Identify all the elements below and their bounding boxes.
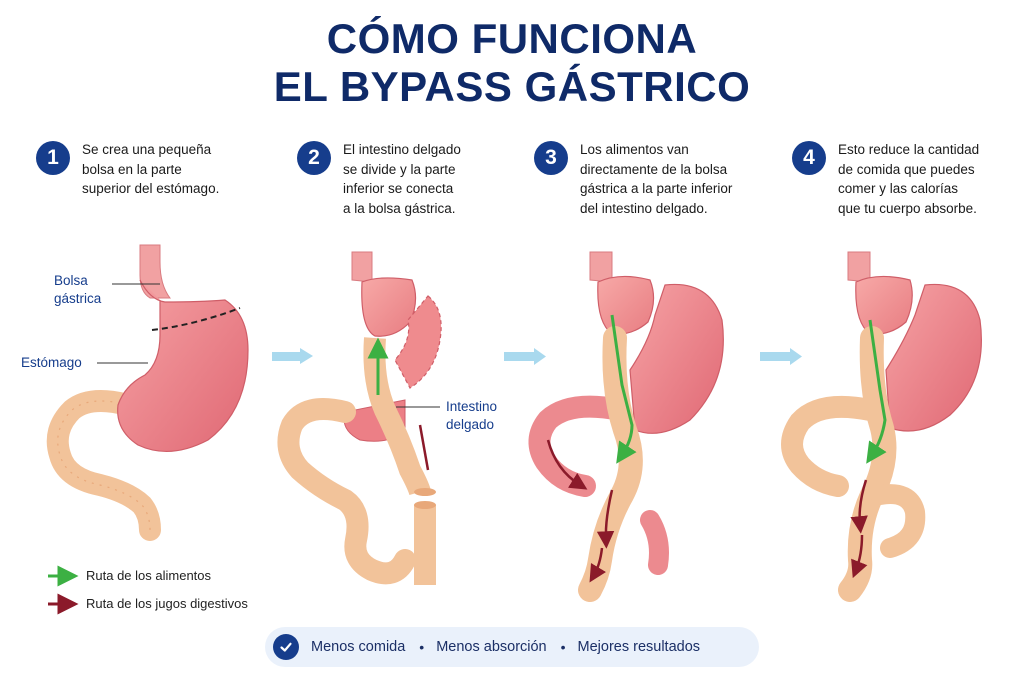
panel-2-surgery: [277, 251, 442, 585]
step-2-text: El intestino delgado se divide y la part…: [343, 142, 461, 216]
legend-food-route: Ruta de los alimentos: [86, 568, 211, 583]
check-icon: [273, 634, 299, 660]
summary-separator-2: •: [560, 639, 566, 655]
legend-food-route-text: Ruta de los alimentos: [86, 568, 212, 583]
summary-less-absorption: Menos absorción: [436, 639, 547, 655]
summary-less-food: Menos comida: [311, 639, 406, 655]
step-1-text: Se crea una pequeña bolsa en la parte su…: [82, 142, 220, 196]
food-arrow-4: [866, 319, 887, 464]
panel-4-result: [781, 251, 982, 602]
title-line-2: EL BYPASS GÁSTRICO: [273, 63, 751, 110]
pouch-cut-line: [151, 307, 241, 331]
legend-juices-route: Ruta de los jugos digestivos: [86, 596, 248, 611]
step-3-badge: 3: [534, 141, 568, 175]
panel-3-food-route: [528, 251, 724, 602]
intestine-3-limb: [578, 326, 643, 602]
legend-juices-route-text: Ruta de los jugos digestivos: [86, 596, 248, 611]
summary-better-results: Mejores resultados: [577, 639, 701, 655]
step-4-text: Esto reduce la cantidad de comida que pu…: [838, 142, 980, 216]
intestine-2-limb: [363, 337, 431, 496]
food-arrow-3: [610, 314, 637, 464]
title-line-1: CÓMO FUNCIONA: [326, 15, 698, 62]
step-4: 4 Esto reduce la cantidad de comida que …: [792, 140, 979, 218]
esophagus-1: [139, 244, 172, 299]
summary-separator-1: •: [419, 639, 425, 655]
duodenum-3: [528, 395, 631, 497]
label-gastric-pouch: Bolsa gástrica: [54, 273, 102, 306]
juice-arrow-3a: [546, 439, 588, 490]
gastric-pouch-3: [597, 275, 655, 335]
flow-arrow-3: [760, 352, 790, 361]
intestine-2-loop: [277, 398, 416, 585]
remnant-stomach-3: [629, 283, 724, 434]
remnant-stomach-4: [885, 283, 982, 432]
step-3: 3 Los alimentos van directamente de la b…: [534, 140, 732, 218]
gastric-pouch-4: [855, 275, 913, 335]
step-4-badge: 4: [792, 141, 826, 175]
gastric-pouch-2: [361, 277, 417, 337]
step-2-badge: 2: [297, 141, 331, 175]
step-1: 1 Se crea una pequeña bolsa en la parte …: [36, 140, 219, 199]
stomach-1: [117, 279, 249, 453]
flow-arrow-2: [504, 352, 534, 361]
label-stomach: Estómago: [21, 355, 82, 370]
step-3-text: Los alimentos van directamente de la bol…: [580, 142, 733, 216]
label-small-intestine: Intestino delgado: [446, 399, 498, 432]
juice-arrow-4: [850, 479, 868, 534]
summary-pill: Menos comida • Menos absorción • Mejores…: [265, 627, 759, 667]
duodenum-4: [781, 395, 881, 497]
remnant-stomach-2: [394, 295, 442, 389]
step-2: 2 El intestino delgado se divide y la pa…: [297, 140, 461, 218]
step-1-badge: 1: [36, 141, 70, 175]
panel-1-normal-stomach: [46, 244, 249, 541]
